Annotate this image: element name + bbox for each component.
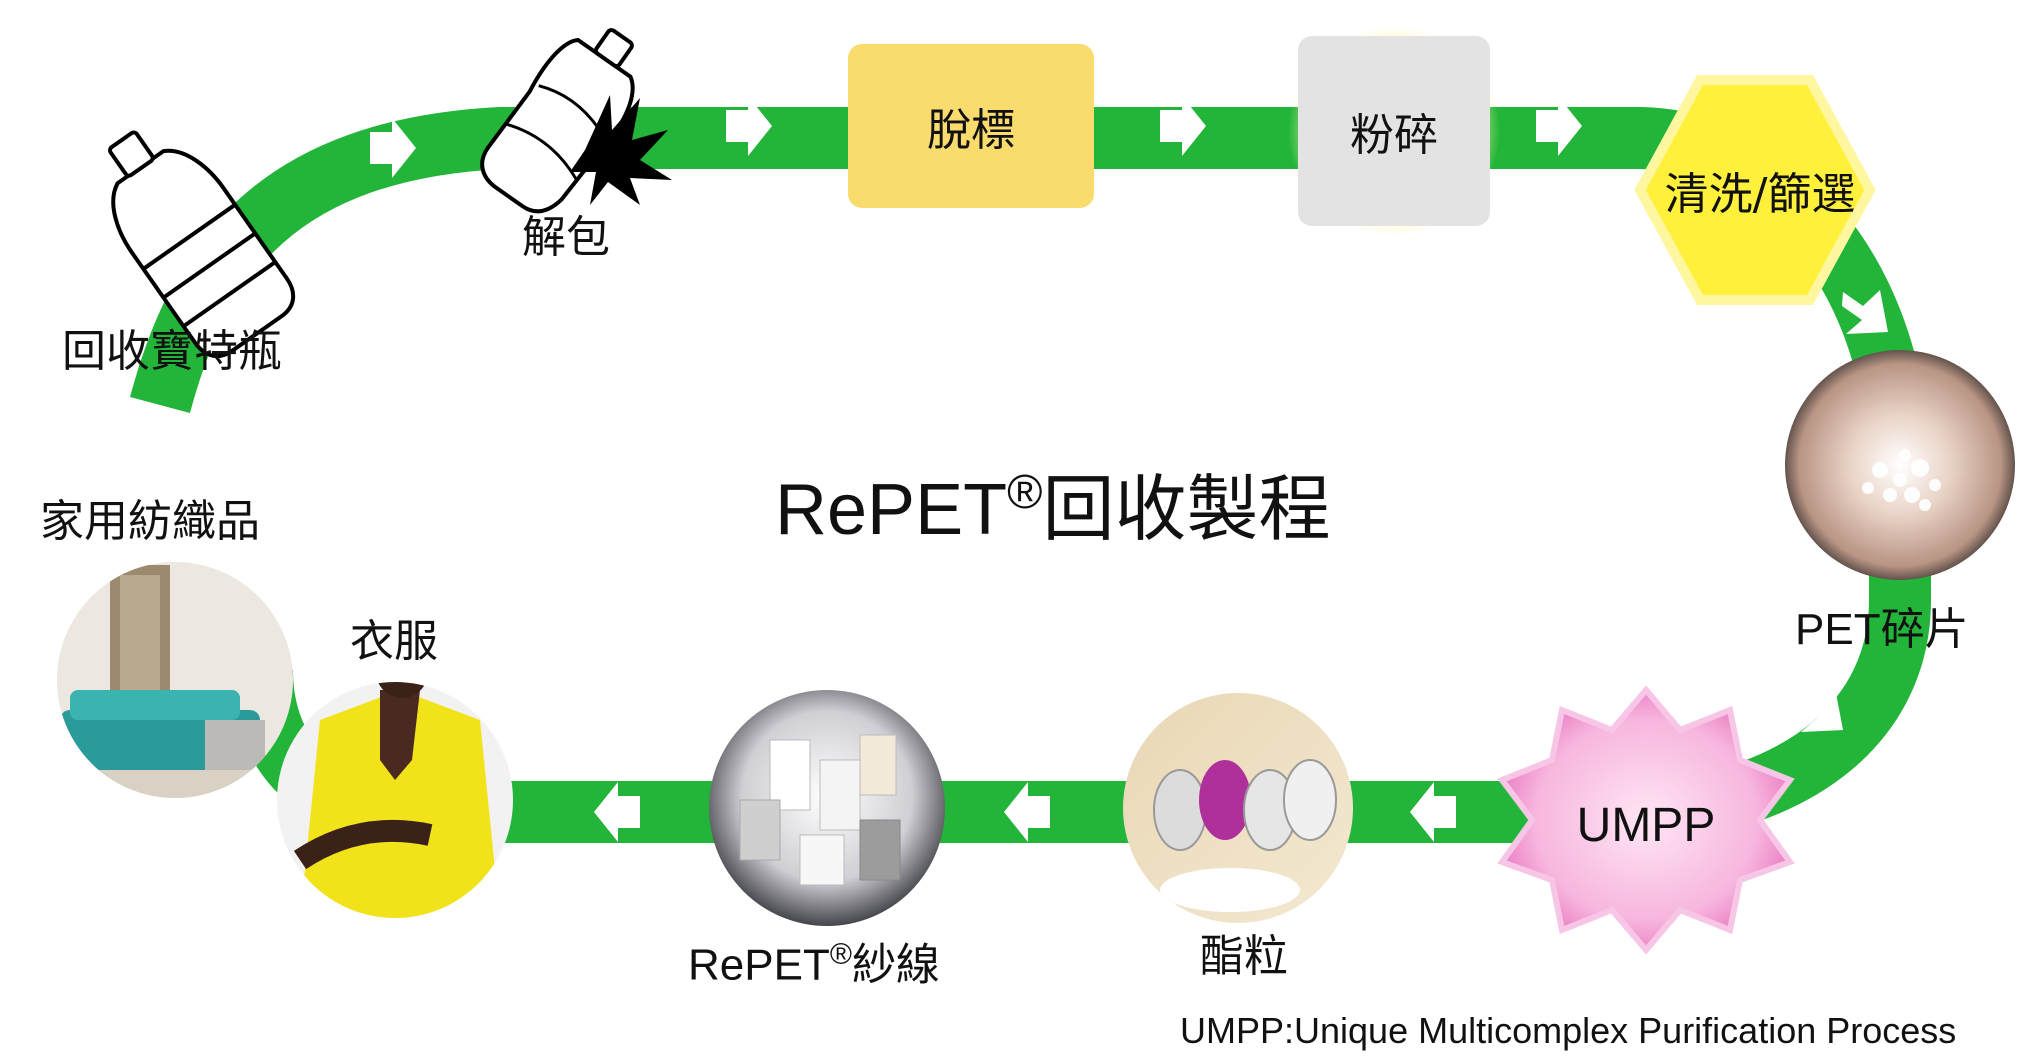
pellets-photo <box>1123 693 1353 923</box>
umpp-footnote: UMPP:Unique Multicomplex Purification Pr… <box>1180 1010 1957 1051</box>
yarn-spools-photo <box>709 690 945 926</box>
arrow-down-icon <box>1842 290 1888 334</box>
title-brand: RePET <box>775 470 1008 550</box>
arrow-right-icon <box>726 96 772 156</box>
arrow-right-icon <box>1536 96 1582 156</box>
jacket-photo <box>277 682 513 918</box>
label-unpack: 解包 <box>522 212 610 263</box>
diagram-title: RePET®回收製程 <box>775 450 1330 555</box>
label-recycle-bottles: 回收寶特瓶 <box>62 326 282 377</box>
label-pet-flakes: PET碎片 <box>1795 605 1969 654</box>
label-chips: 酯粒 <box>1200 931 1288 982</box>
label-wash-sieve: 清洗/篩選 <box>1664 169 1856 220</box>
sofa-room-photo <box>57 562 293 798</box>
yarn-brand: RePET <box>688 940 830 990</box>
flakes-photo <box>1785 350 2015 580</box>
crush-box <box>1298 36 1490 226</box>
label-umpp: UMPP <box>1576 798 1716 852</box>
label-home-textiles: 家用紡織品 <box>40 496 260 547</box>
yarn-suffix: 紗線 <box>851 940 940 990</box>
label-yarn: RePET®紗線 <box>688 940 940 988</box>
arrow-left-icon <box>1410 782 1456 842</box>
title-suffix: 回收製程 <box>1042 467 1331 551</box>
label-delabel: 脫標 <box>927 105 1015 156</box>
bottle-icon <box>108 130 296 359</box>
arrow-right-icon <box>1160 96 1206 156</box>
title-reg-mark: ® <box>1007 466 1043 519</box>
arrow-left-icon <box>1004 782 1050 842</box>
arrow-left-icon <box>594 782 640 842</box>
arrow-right-icon <box>370 118 416 178</box>
umpp-star <box>1497 685 1795 955</box>
wash-hexagon <box>1634 75 1876 305</box>
delabel-box <box>848 44 1094 208</box>
yarn-reg-mark: ® <box>829 938 852 971</box>
arrow-down-icon <box>1797 688 1843 732</box>
broken-bottle-icon <box>480 28 672 214</box>
label-clothing: 衣服 <box>350 616 438 667</box>
label-crush: 粉碎 <box>1350 110 1438 161</box>
flow-arrows <box>370 96 1888 842</box>
